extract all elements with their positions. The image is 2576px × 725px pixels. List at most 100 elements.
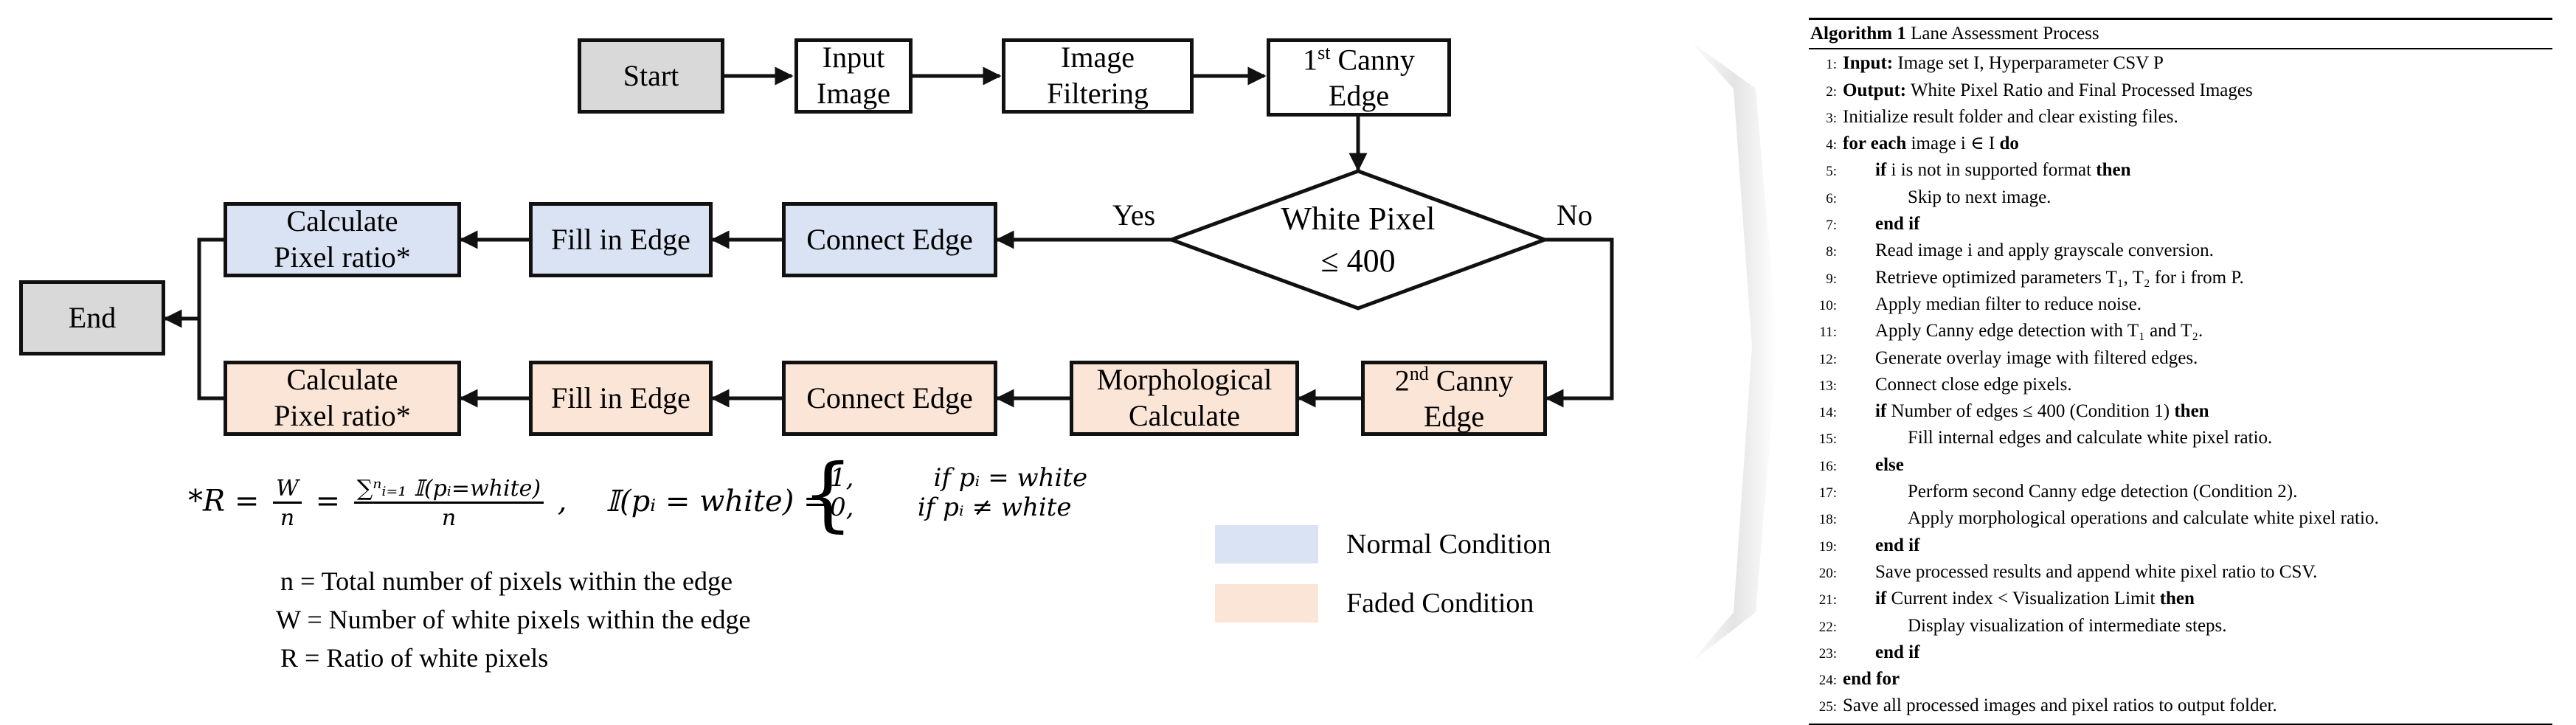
algorithm-line-text: Initialize result folder and clear exist… [1843,106,2178,127]
formula-case2: 0, if pᵢ ≠ white [830,493,1072,522]
first-canny-suffix: Canny Edge [1328,42,1415,112]
formula-comma: , [548,484,567,518]
decision-diamond [1166,169,1551,311]
second-canny-label: 2nd Canny Edge [1395,362,1513,435]
legend-faded-label: Faded Condition [1346,588,1534,619]
start-label: Start [623,58,679,92]
arrow-no-to-second-canny [1545,237,1614,408]
algorithm-line: 2: Output: White Pixel Ratio and Final Pr… [1809,78,2552,105]
algorithm-line: 23:end if [1809,640,2552,667]
algorithm-line-number: 4: [1826,137,1837,153]
normal-connect-edge-node: Connect Edge [782,202,997,277]
algorithm-line-text: if Current index < Visualization Limit t… [1875,589,2195,609]
algorithm-line: 18: Apply morphological operations and ca… [1809,506,2552,533]
variable-definitions: n = Total number of pixels within the ed… [276,562,751,677]
algorithm-line-number: 15: [1818,431,1837,448]
algorithm-line: 25: Save all processed images and pixel r… [1809,693,2552,720]
algorithm-line-number: 5: [1826,164,1837,180]
algorithm-line: 14: if Number of edges ≤ 400 (Condition 1… [1809,399,2552,426]
algorithm-line: 15:Fill internal edges and calculate whi… [1809,426,2552,452]
algorithm-header: Algorithm 1 Lane Assessment Process [1809,18,2552,50]
algorithm-line-text: if Number of edges ≤ 400 (Condition 1) t… [1875,401,2209,422]
image-filtering-label: Image Filtering [1047,41,1149,110]
algorithm-line: 19:end if [1809,533,2552,560]
algorithm-line-number: 9: [1826,271,1837,287]
algorithm-line-number: 24: [1818,673,1837,689]
algorithm-line: 9:Retrieve optimized parameters T₁, T₂ f… [1809,266,2552,292]
legend-faded-swatch [1215,584,1318,622]
algorithm-line-text: Connect close edge pixels. [1875,374,2072,395]
normal-fill-edge-node: Fill in Edge [529,202,713,277]
end-label: End [68,300,117,334]
algorithm-line-text: end if [1875,214,1920,235]
algorithm-line: 20:Save processed results and append whi… [1809,560,2552,586]
algorithm-line: 1:Input: Image set I, Hyperparameter CSV… [1809,51,2552,77]
algorithm-line-text: Perform second Canny edge detection (Con… [1908,482,2298,502]
normal-fill-label: Fill in Edge [551,222,690,256]
algorithm-line-text: Apply morphological operations and calcu… [1908,508,2379,529]
algorithm-line: 24:end for [1809,667,2552,693]
formula-cases: { 1, if pᵢ = white 0, if pᵢ ≠ white [802,453,1088,534]
algorithm-line-text: Read image i and apply grayscale convers… [1875,240,2214,261]
formula-eq: = [305,484,350,518]
frac2-num: ∑ⁿᵢ₌₁ 𝕀(pᵢ=white) [353,476,544,504]
algorithm-line: 17:Perform second Canny edge detection (… [1809,479,2552,506]
morphological-label: Morphological Calculate [1096,363,1273,432]
panel-divider [1689,41,1778,664]
algorithm-line: 5: if i is not in supported format then [1809,158,2552,184]
definition-w: W = Number of white pixels within the ed… [276,605,751,634]
algorithm-line-text: if i is not in supported format then [1875,160,2131,181]
normal-calc-label: Calculate Pixel ratio* [274,204,411,274]
algorithm-line-number: 25: [1818,699,1837,715]
algorithm-block: Algorithm 1 Lane Assessment Process 1:In… [1809,18,2552,725]
algorithm-line-number: 2: [1826,83,1837,100]
algorithm-line-number: 7: [1826,218,1837,234]
frac1-num: W [273,476,302,504]
algorithm-line-text: Output: White Pixel Ratio and Final Proc… [1843,80,2253,100]
algorithm-line: 13: Connect close edge pixels. [1809,372,2552,399]
formula-frac2: ∑ⁿᵢ₌₁ 𝕀(pᵢ=white)n [353,476,544,531]
algorithm-line-number: 14: [1818,405,1837,421]
algorithm-line-number: 21: [1818,592,1837,608]
algorithm-line-text: Generate overlay image with filtered edg… [1875,347,2198,368]
faded-connect-label: Connect Edge [806,381,973,414]
algorithm-lines: 1:Input: Image set I, Hyperparameter CSV… [1809,49,2552,720]
algorithm-line-number: 23: [1818,645,1837,662]
algorithm-line: 3:Initialize result folder and clear exi… [1809,105,2552,131]
frac2-den: n [441,505,457,531]
algorithm-line: 12:Generate overlay image with filtered … [1809,346,2552,372]
cases-brace: { [802,446,854,541]
algorithm-line: 11:Apply Canny edge detection with T₁ an… [1809,319,2552,345]
flowchart-connectors [163,41,1778,664]
algorithm-line-number: 6: [1826,190,1837,207]
definition-n: n = Total number of pixels within the ed… [280,566,733,596]
legend-normal: Normal Condition [1215,525,1551,563]
algorithm-line-text: Apply median filter to reduce noise. [1875,294,2142,314]
first-canny-node: 1st Canny Edge [1267,38,1451,117]
image-filtering-node: Image Filtering [1002,38,1194,114]
formula-case1: 1, if pᵢ = white [830,463,1088,493]
second-canny-sup: nd [1409,362,1429,384]
algorithm-line: 16: else [1809,453,2552,479]
algorithm-line-number: 18: [1818,512,1837,528]
end-node: End [19,280,165,355]
legend-normal-swatch [1215,525,1318,563]
algorithm-line-number: 13: [1818,378,1837,394]
formula-indicator: 𝕀(pᵢ = white) = [606,484,828,518]
algorithm-line-number: 11: [1819,325,1837,341]
decision-text: White Pixel ≤ 400 [1210,198,1506,282]
input-image-node: Input Image [794,38,913,114]
legend-faded: Faded Condition [1215,584,1534,622]
yes-label: Yes [1112,198,1156,232]
algorithm-line-number: 16: [1818,458,1837,474]
algorithm-line-text: else [1875,454,1904,475]
faded-connect-edge-node: Connect Edge [782,361,997,436]
algorithm-line: 21: if Current index < Visualization Limi… [1809,586,2552,613]
algorithm-line: 4:for each image i ∈ I do [1809,131,2552,158]
start-node: Start [578,38,724,114]
algorithm-line-text: Save all processed images and pixel rati… [1843,695,2277,716]
second-canny-node: 2nd Canny Edge [1361,361,1547,436]
algorithm-line-number: 8: [1826,244,1837,260]
